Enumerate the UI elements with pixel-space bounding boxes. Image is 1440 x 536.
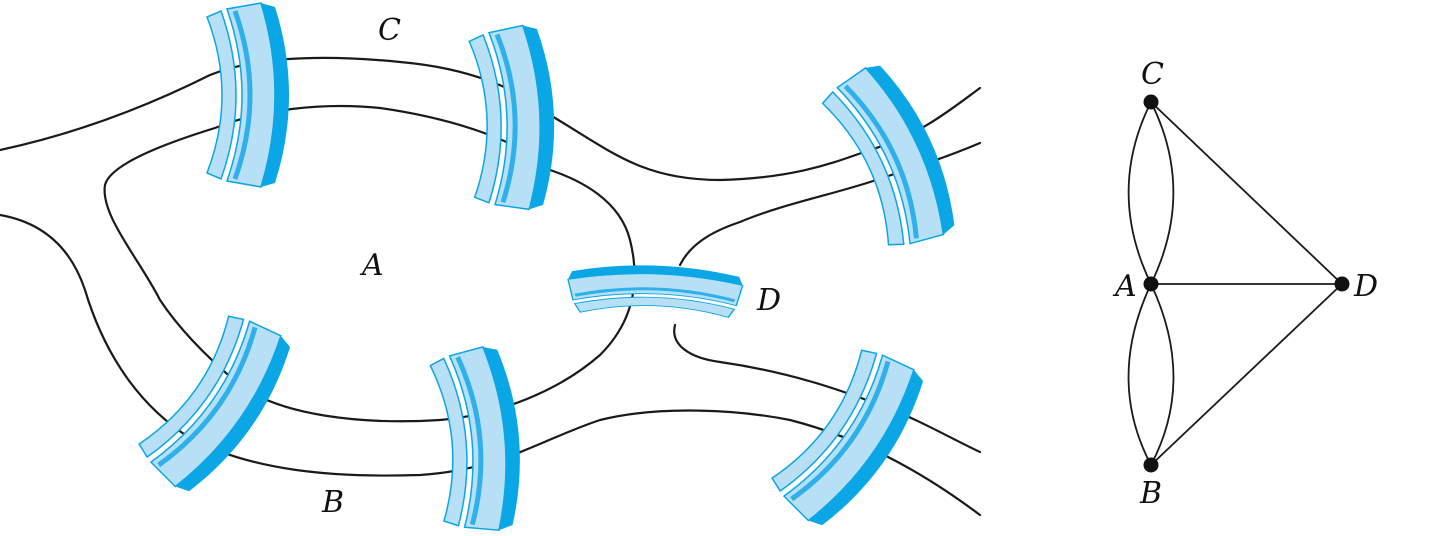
graph-edges bbox=[1127, 101, 1343, 466]
graph-label-d: D bbox=[1353, 269, 1378, 304]
graph-label-a: A bbox=[1112, 269, 1137, 304]
city-map: C A D B bbox=[0, 3, 982, 536]
south-bank-upper bbox=[0, 213, 982, 517]
edge-b-d bbox=[1150, 283, 1343, 466]
edge-a-c-right bbox=[1150, 101, 1175, 285]
edge-a-b-left bbox=[1127, 283, 1152, 466]
bridge-2 bbox=[469, 25, 557, 212]
edge-c-d bbox=[1150, 101, 1343, 285]
bridge-6 bbox=[429, 345, 527, 535]
node-d bbox=[1334, 276, 1350, 292]
bridge-4 bbox=[567, 263, 743, 318]
multigraph: C A D B bbox=[1112, 57, 1378, 511]
graph-nodes bbox=[1143, 94, 1350, 473]
node-c bbox=[1143, 94, 1159, 110]
graph-label-b: B bbox=[1139, 476, 1162, 511]
bridges bbox=[131, 3, 969, 536]
node-b bbox=[1143, 457, 1159, 473]
graph-label-c: C bbox=[1141, 57, 1164, 92]
map-label-b: B bbox=[321, 485, 344, 520]
node-a bbox=[1143, 276, 1159, 292]
map-label-d: D bbox=[756, 283, 781, 318]
map-label-c: C bbox=[378, 13, 401, 48]
south-bank-lower bbox=[673, 323, 982, 454]
bridge-7 bbox=[764, 339, 937, 536]
island-outline bbox=[103, 104, 636, 423]
map-label-a: A bbox=[359, 248, 384, 283]
edge-a-b-right bbox=[1150, 283, 1175, 466]
bridge-1 bbox=[207, 3, 289, 187]
edge-a-c-left bbox=[1127, 101, 1152, 285]
